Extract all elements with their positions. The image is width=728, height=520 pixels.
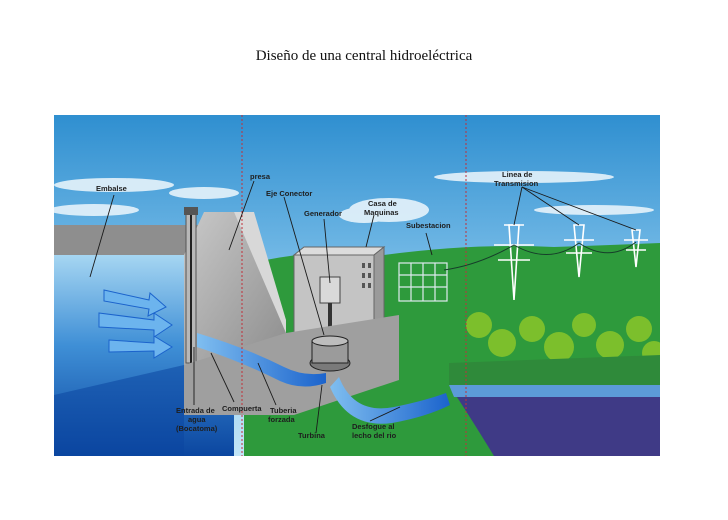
label-entrada-agua-1: Entrada de [176, 406, 215, 415]
dam-face [234, 212, 286, 333]
turbine [309, 335, 351, 372]
gate-shaft [190, 213, 192, 363]
label-presa: presa [250, 172, 271, 181]
label-desfogue-2: lecho del rio [352, 431, 397, 440]
connector-shaft [328, 303, 332, 335]
label-turbina: Turbina [298, 431, 326, 440]
river [449, 385, 660, 456]
label-tuberia-forzada-1: Tuberia [270, 406, 297, 415]
powerhouse-windows [362, 263, 371, 288]
label-linea-transmision-2: Transmision [494, 179, 539, 188]
label-casa-maquinas-1: Casa de [368, 199, 397, 208]
label-eje-conector: Eje Conector [266, 189, 312, 198]
clouds [54, 171, 654, 223]
label-tuberia-forzada-2: forzada [268, 415, 296, 424]
hydroelectric-diagram: Embalse presa Eje Conector Generador Cas… [54, 115, 660, 456]
penstock-flow [197, 333, 326, 387]
label-compuerta: Compuerta [222, 404, 262, 413]
label-desfogue-1: Desfogue al [352, 422, 395, 431]
tailrace-flow [330, 377, 450, 424]
label-embalse: Embalse [96, 184, 127, 193]
label-entrada-agua-3: (Bocatoma) [176, 424, 218, 433]
substation [398, 262, 448, 302]
label-generador: Generador [304, 209, 342, 218]
label-casa-maquinas-2: Maquinas [364, 208, 399, 217]
label-linea-transmision-1: Linea de [502, 170, 532, 179]
dam [184, 212, 286, 365]
leader-lines [89, 180, 637, 434]
reservoir-arrows [98, 289, 173, 359]
label-subestacion: Subestacion [406, 221, 451, 230]
page-title: Diseño de una central hidroeléctrica [255, 48, 473, 64]
label-entrada-agua-2: agua [188, 415, 206, 424]
